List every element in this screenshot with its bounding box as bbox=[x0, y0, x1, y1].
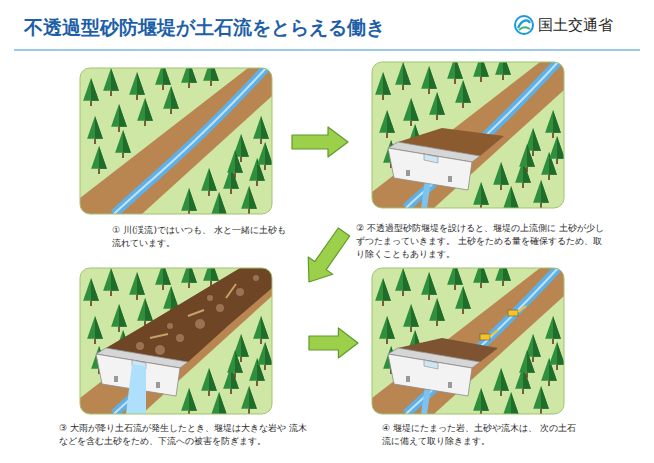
valley-scene bbox=[80, 68, 272, 214]
driftwood bbox=[150, 284, 236, 338]
valley-scene bbox=[372, 62, 564, 208]
panel-frame bbox=[80, 68, 272, 214]
sabo-dam bbox=[388, 348, 480, 396]
step-panel: ① 川(渓流)ではいつも、 水と一緒に土砂も流れています。 bbox=[60, 68, 290, 250]
valley-scene bbox=[80, 268, 272, 414]
waterfall bbox=[126, 364, 146, 414]
rocks bbox=[136, 275, 259, 355]
title-rule bbox=[14, 49, 640, 51]
step-panel: ③ 大雨が降り土石流が発生したとき、堰堤は大きな岩や 流木などを含む土砂をため、… bbox=[55, 268, 307, 448]
diagram-title: 不透過型砂防堰堤が土石流をとらえる働き bbox=[24, 15, 385, 41]
panel-illustration bbox=[80, 68, 272, 214]
panel-frame bbox=[372, 268, 564, 414]
log bbox=[150, 334, 168, 338]
rock bbox=[236, 288, 244, 296]
panel-illustration bbox=[372, 62, 564, 208]
step-caption: ② 不透過型砂防堰堤を設けると、堰堤の上流側に 土砂が少しずつたまっていきます。… bbox=[350, 222, 608, 260]
step-panel: ④ 堰堤にたまった岩、土砂や流木は、 次の土石流に備えて取り除きます。 bbox=[360, 268, 578, 448]
panel-frame bbox=[80, 268, 272, 414]
excavator bbox=[480, 330, 498, 340]
step-caption: ③ 大雨が降り土石流が発生したとき、堰堤は大きな岩や 流木などを含む土砂をため、… bbox=[55, 422, 307, 448]
rock bbox=[253, 275, 259, 281]
excavator-body bbox=[480, 334, 490, 340]
panel-frame bbox=[372, 62, 564, 208]
excavator bbox=[508, 306, 526, 316]
panel-illustration bbox=[80, 268, 272, 414]
log bbox=[188, 310, 204, 316]
excavator-arm bbox=[518, 306, 526, 312]
ministry-logo bbox=[515, 16, 533, 34]
rock bbox=[195, 319, 205, 329]
ministry-name: 国土交通省 bbox=[538, 16, 613, 35]
excavator-body bbox=[508, 310, 518, 316]
debris-flow bbox=[106, 268, 272, 362]
step-caption: ④ 堰堤にたまった岩、土砂や流木は、 次の土石流に備えて取り除きます。 bbox=[360, 422, 578, 448]
rock bbox=[155, 345, 165, 355]
rock bbox=[136, 342, 144, 350]
flow-arrow bbox=[308, 228, 350, 282]
logo-ring bbox=[515, 16, 533, 34]
log bbox=[226, 284, 236, 298]
valley-scene bbox=[372, 268, 564, 414]
flow-arrow bbox=[292, 127, 348, 157]
excavator-arm bbox=[490, 330, 498, 336]
sabo-dam bbox=[388, 142, 480, 190]
step-panel: ② 不透過型砂防堰堤を設けると、堰堤の上流側に 土砂が少しずつたまっていきます。… bbox=[350, 62, 608, 260]
rock bbox=[216, 304, 224, 312]
flow-arrow bbox=[309, 328, 358, 358]
rock bbox=[207, 295, 213, 301]
rock bbox=[167, 323, 173, 329]
panel-illustration bbox=[372, 268, 564, 414]
logo-swoosh bbox=[519, 27, 530, 30]
rock bbox=[176, 334, 184, 342]
step-caption: ① 川(渓流)ではいつも、 水と一緒に土砂も流れています。 bbox=[60, 224, 290, 250]
